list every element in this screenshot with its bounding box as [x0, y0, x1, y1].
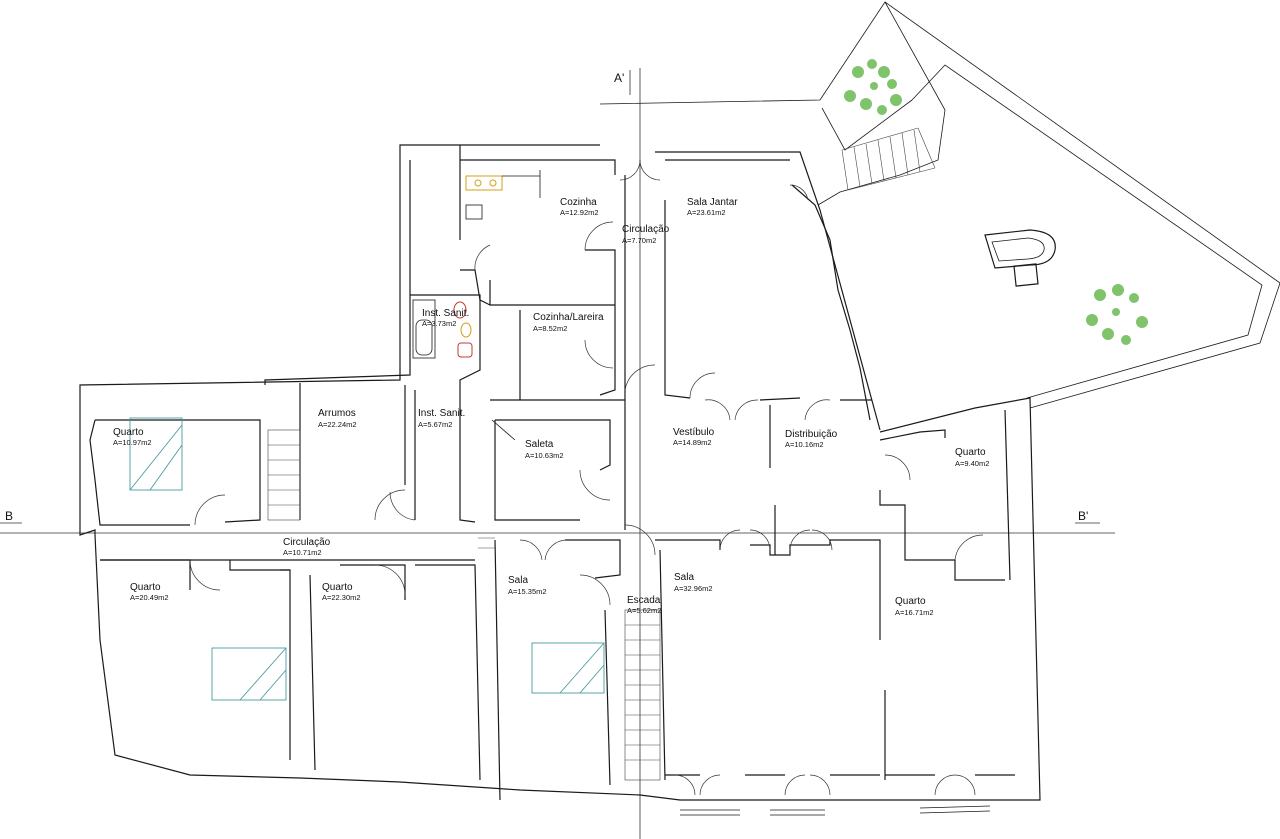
room-name-quarto-5: Quarto: [895, 596, 926, 607]
room-name-cozinha-lareira: Cozinha/Lareira: [533, 312, 604, 323]
room-name-quarto-2: Quarto: [955, 447, 986, 458]
section-mark-b-left: B: [5, 509, 13, 523]
bathtub-icon: [412, 299, 436, 359]
room-area-cozinha-lareira: A=8.52m2: [533, 324, 567, 333]
room-area-quarto-1: A=10.97m2: [113, 438, 152, 447]
room-name-arrumos: Arrumos: [318, 408, 356, 419]
stove-icon: [465, 204, 483, 220]
furniture-beds: [129, 417, 605, 701]
room-area-circulacao-main: A=10.71m2: [283, 548, 322, 557]
room-name-inst-sanit-2: Inst. Sanit.: [418, 408, 465, 419]
garden-terrace: [599, 1, 1280, 409]
room-name-vestibulo: Vestíbulo: [673, 427, 715, 438]
section-axes: A' B B': [0, 68, 1115, 839]
garden-boundary-wedge: [821, 99, 913, 151]
room-area-circulacao-top: A=7.70m2: [622, 236, 656, 245]
section-mark-a-top: A': [614, 71, 624, 85]
bed-icon: [531, 642, 605, 694]
fountain-step: [1013, 263, 1039, 287]
fountain-basin: [984, 229, 1056, 269]
building-walls: [79, 144, 1041, 816]
room-name-escada: Escada: [627, 595, 661, 606]
internal-stairs: [267, 429, 661, 781]
room-area-escada: A=5.62m2: [627, 606, 661, 615]
tree-icon: [1086, 284, 1148, 345]
room-name-circulacao-top: Circulação: [622, 224, 670, 235]
section-mark-b-right: B': [1078, 509, 1088, 523]
room-labels: Cozinha A=12.92m2 Circulação A=7.70m2 Sa…: [113, 197, 989, 617]
room-name-circulacao-main: Circulação: [283, 537, 331, 548]
room-area-arrumos: A=22.24m2: [318, 420, 357, 429]
bed-icon: [129, 417, 183, 491]
saleta-fireplace-mark: [491, 419, 516, 441]
room-area-sala-jantar: A=23.61m2: [687, 208, 726, 217]
room-name-distribuicao: Distribuição: [785, 429, 838, 440]
room-area-quarto-2: A=9.40m2: [955, 459, 989, 468]
fixtures: [412, 170, 541, 441]
room-area-quarto-5: A=16.71m2: [895, 608, 934, 617]
bidet-icon: [460, 322, 472, 338]
door-swings: [189, 159, 984, 796]
room-area-sala-2: A=32.96m2: [674, 584, 713, 593]
room-name-sala-2: Sala: [674, 572, 694, 583]
room-name-cozinha: Cozinha: [560, 197, 597, 208]
room-area-inst-sanit-2: A=5.67m2: [418, 420, 452, 429]
sink-icon: [465, 175, 503, 191]
toilet-icon: [453, 301, 467, 319]
washbasin-icon: [457, 342, 473, 358]
room-name-inst-sanit-1: Inst. Sanit.: [422, 308, 469, 319]
room-name-quarto-3: Quarto: [130, 582, 161, 593]
room-name-quarto-1: Quarto: [113, 427, 144, 438]
room-name-quarto-4: Quarto: [322, 582, 353, 593]
tree-icon: [844, 59, 902, 115]
room-area-saleta: A=10.63m2: [525, 451, 564, 460]
bed-icon: [211, 647, 287, 701]
room-area-quarto-4: A=22.30m2: [322, 593, 361, 602]
garden-stairs: [841, 127, 936, 191]
room-area-distribuicao: A=10.16m2: [785, 440, 824, 449]
room-name-sala-1: Sala: [508, 575, 528, 586]
fountain-inner: [991, 237, 1045, 262]
room-area-vestibulo: A=14.89m2: [673, 438, 712, 447]
room-area-inst-sanit-1: A=3.73m2: [422, 319, 456, 328]
room-name-saleta: Saleta: [525, 439, 554, 450]
room-area-sala-1: A=15.35m2: [508, 587, 547, 596]
room-area-cozinha: A=12.92m2: [560, 208, 599, 217]
room-name-sala-jantar: Sala Jantar: [687, 197, 738, 208]
room-area-quarto-3: A=20.49m2: [130, 593, 169, 602]
garden-boundary-outer-right: [884, 1, 1280, 409]
garden-boundary-outer-left: [599, 1, 946, 206]
garden-boundary-inner: [911, 64, 1263, 399]
